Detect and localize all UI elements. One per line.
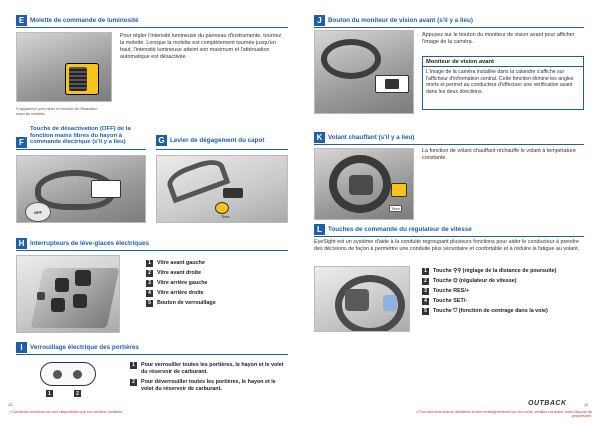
section-badge: L [314, 224, 325, 235]
section-divider [16, 354, 288, 355]
unlock-icon [73, 370, 82, 379]
left-footer-note: • Certaines fonctions ne sont disponible… [10, 410, 123, 414]
button-label: Tirez [389, 205, 402, 212]
section-i-header: I Verrouillage électrique des portières [16, 341, 288, 354]
section-title: Verrouillage électrique des portières [30, 343, 139, 351]
section-j-text: Appuyez sur le bouton du moniteur de vis… [422, 32, 575, 45]
section-badge: F [16, 137, 27, 148]
section-e-header: E Molette de commande de luminosité [16, 14, 288, 27]
hood-release-image: Tirez [156, 155, 288, 223]
section-j-header: J Bouton du moniteur de vision avant (s'… [314, 14, 584, 27]
section-divider [156, 149, 288, 150]
section-title: Levier de dégagement du capot [170, 136, 265, 144]
off-button-label: OFF [34, 209, 42, 215]
right-page-number: 11 [584, 402, 589, 407]
front-view-monitor-button-image [314, 30, 414, 114]
brand-logo: OUTBACK [528, 400, 567, 407]
section-badge: J [314, 15, 325, 26]
lock-icon [53, 370, 62, 379]
section-e-note: *L'apparence peut varier en fonction de … [16, 107, 98, 116]
section-divider [314, 27, 584, 28]
section-divider [16, 250, 288, 251]
section-title: Interrupteurs de lève-glaces électriques [30, 239, 149, 247]
dimmer-dial-image [16, 32, 112, 102]
section-l-header: L Touches de commande du régulateur de v… [314, 223, 584, 236]
pull-label: Tirez [221, 214, 230, 219]
section-title: Touches de commande du régulateur de vit… [328, 225, 472, 233]
section-divider [16, 27, 288, 28]
section-badge: G [156, 135, 167, 146]
door-lock-switch-image [40, 362, 96, 386]
section-badge: E [16, 15, 27, 26]
callout-text: L'image de la caméra installée dans la c… [426, 69, 574, 95]
section-g-header: G Levier de dégagement du capot [156, 134, 288, 147]
callout-number: 2 [74, 390, 81, 397]
section-badge: I [16, 342, 27, 353]
callout-title: Moniteur de vision avant [423, 57, 583, 67]
section-title: Volant chauffant (s'il y a lieu) [328, 133, 415, 141]
callout-number: 1 [46, 390, 53, 397]
section-title: Molette de commande de luminosité [30, 16, 139, 24]
section-k-text: La fonction de volant chauffant réchauff… [422, 148, 576, 161]
section-divider [314, 144, 584, 145]
tailgate-off-button-image: OFF [16, 155, 146, 223]
heated-steering-wheel-image: Tirez [314, 148, 414, 220]
cruise-control-buttons-image [314, 266, 410, 332]
section-l-text: EyeSight est un système d'aide à la cond… [314, 239, 580, 252]
section-e-text: Pour régler l'intensité lumineuse du pan… [120, 33, 282, 60]
section-h-header: H Interrupteurs de lève-glaces électriqu… [16, 237, 288, 250]
section-badge: K [314, 132, 325, 143]
window-switches-image [16, 255, 120, 333]
section-k-header: K Volant chauffant (s'il y a lieu) [314, 131, 584, 144]
section-f-header: F Touche de désactivation (OFF) de la fo… [16, 124, 146, 148]
section-divider [16, 149, 146, 150]
left-page-number: 10 [8, 402, 13, 407]
front-view-monitor-callout: Moniteur de vision avant L'image de la c… [422, 56, 584, 110]
section-badge: H [16, 238, 27, 249]
section-title: Touche de désactivation (OFF) de la fonc… [30, 125, 131, 146]
section-title: Bouton du moniteur de vision avant (s'il… [328, 16, 473, 24]
right-footer-note: • Pour des instructions détaillées et de… [415, 410, 592, 418]
section-divider [314, 236, 584, 237]
